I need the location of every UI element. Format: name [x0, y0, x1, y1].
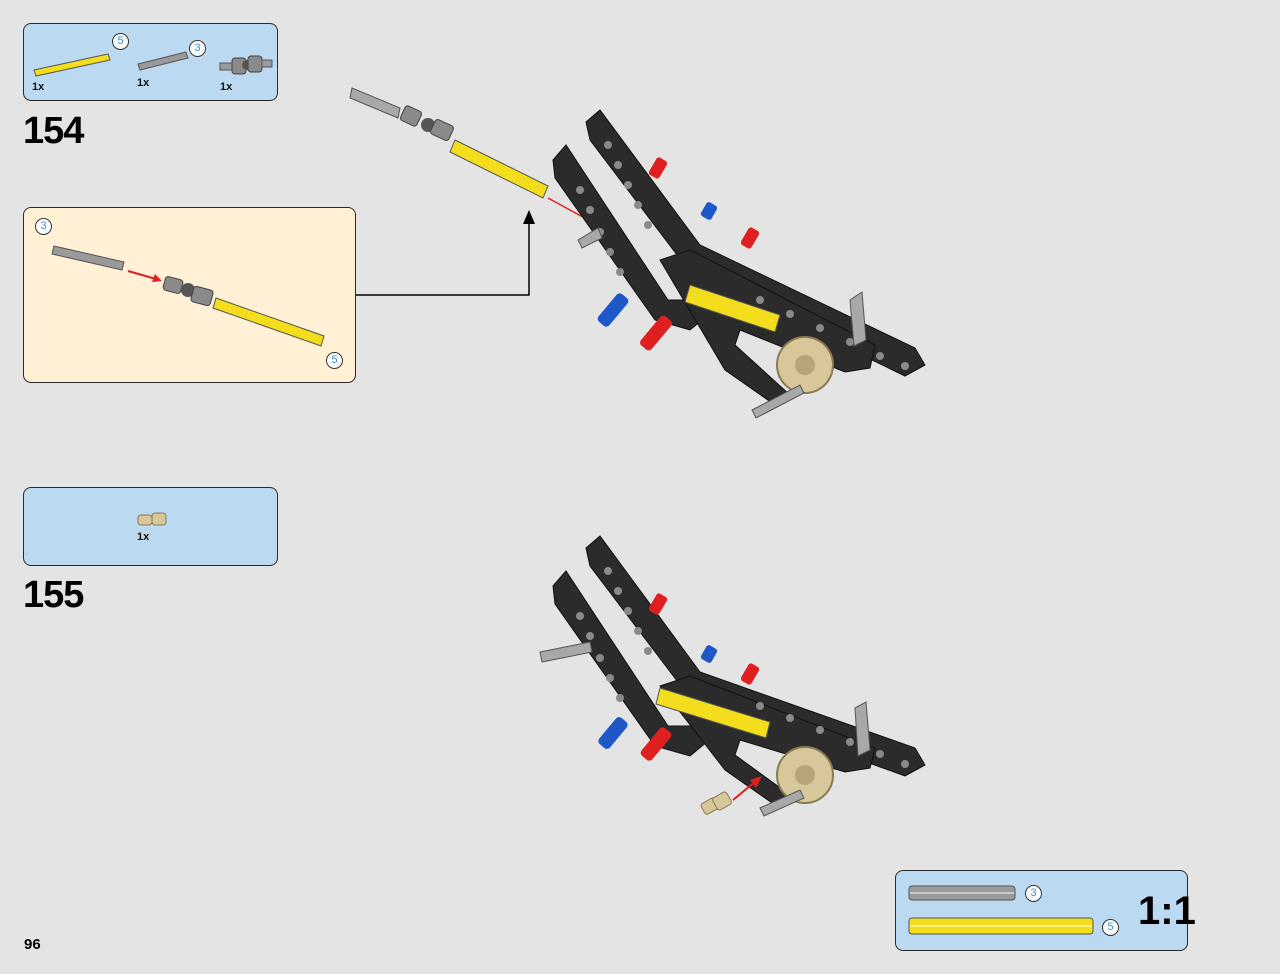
subassembly-callout: 3 5 — [23, 207, 356, 383]
scale-guide: 3 5 1:1 — [895, 870, 1196, 951]
yellow-axle-icon — [33, 53, 111, 77]
parts-list-154: 5 1x 3 1x 1x — [23, 23, 278, 101]
qty-label: 1x — [220, 81, 233, 93]
yellow-axle-icon — [908, 917, 1094, 935]
grey-axle — [51, 245, 125, 271]
qty-label: 1x — [137, 77, 150, 89]
length-badge: 3 — [189, 40, 206, 57]
length-badge: 5 — [1102, 919, 1119, 936]
step-number-155: 155 — [23, 574, 84, 616]
length-badge: 5 — [112, 33, 129, 50]
length-badge: 3 — [1025, 885, 1042, 902]
step-number-154: 154 — [23, 110, 84, 152]
scale-ratio: 1:1 — [1138, 889, 1196, 933]
qty-label: 1x — [32, 81, 45, 93]
tan-axle-pin-icon — [137, 512, 167, 526]
grey-axle-icon — [137, 51, 189, 71]
qty-label: 1x — [137, 531, 150, 543]
yellow-axle — [212, 297, 325, 347]
universal-joint-icon — [219, 55, 273, 75]
subassembly-drawing — [51, 245, 325, 347]
grey-axle-icon — [908, 885, 1016, 901]
parts-list-155: 1x — [23, 487, 278, 566]
red-arrow — [127, 270, 157, 280]
page-number: 96 — [24, 936, 41, 953]
length-badge: 3 — [35, 218, 52, 235]
length-badge: 5 — [326, 352, 343, 369]
